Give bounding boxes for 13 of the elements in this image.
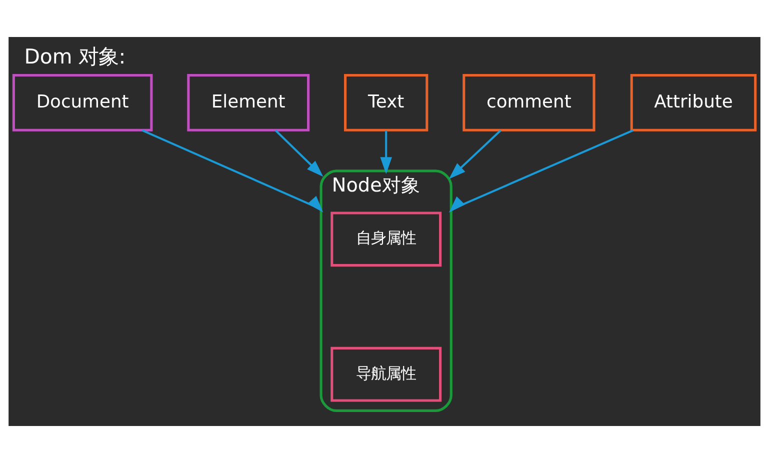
node-box: Element xyxy=(187,74,310,132)
node-box: Document xyxy=(12,74,153,132)
node-box: comment xyxy=(462,74,596,132)
arrow xyxy=(142,129,324,212)
arrow xyxy=(274,130,324,177)
node-box: Attribute xyxy=(630,74,757,132)
node-box: 导航属性 xyxy=(330,346,442,402)
diagram-title: Dom 对象: xyxy=(24,44,126,69)
node-box: Text xyxy=(344,74,428,132)
arrow xyxy=(380,130,392,174)
arrow xyxy=(448,130,502,180)
arrow xyxy=(448,129,634,212)
node-box: 自身属性 xyxy=(330,212,442,267)
